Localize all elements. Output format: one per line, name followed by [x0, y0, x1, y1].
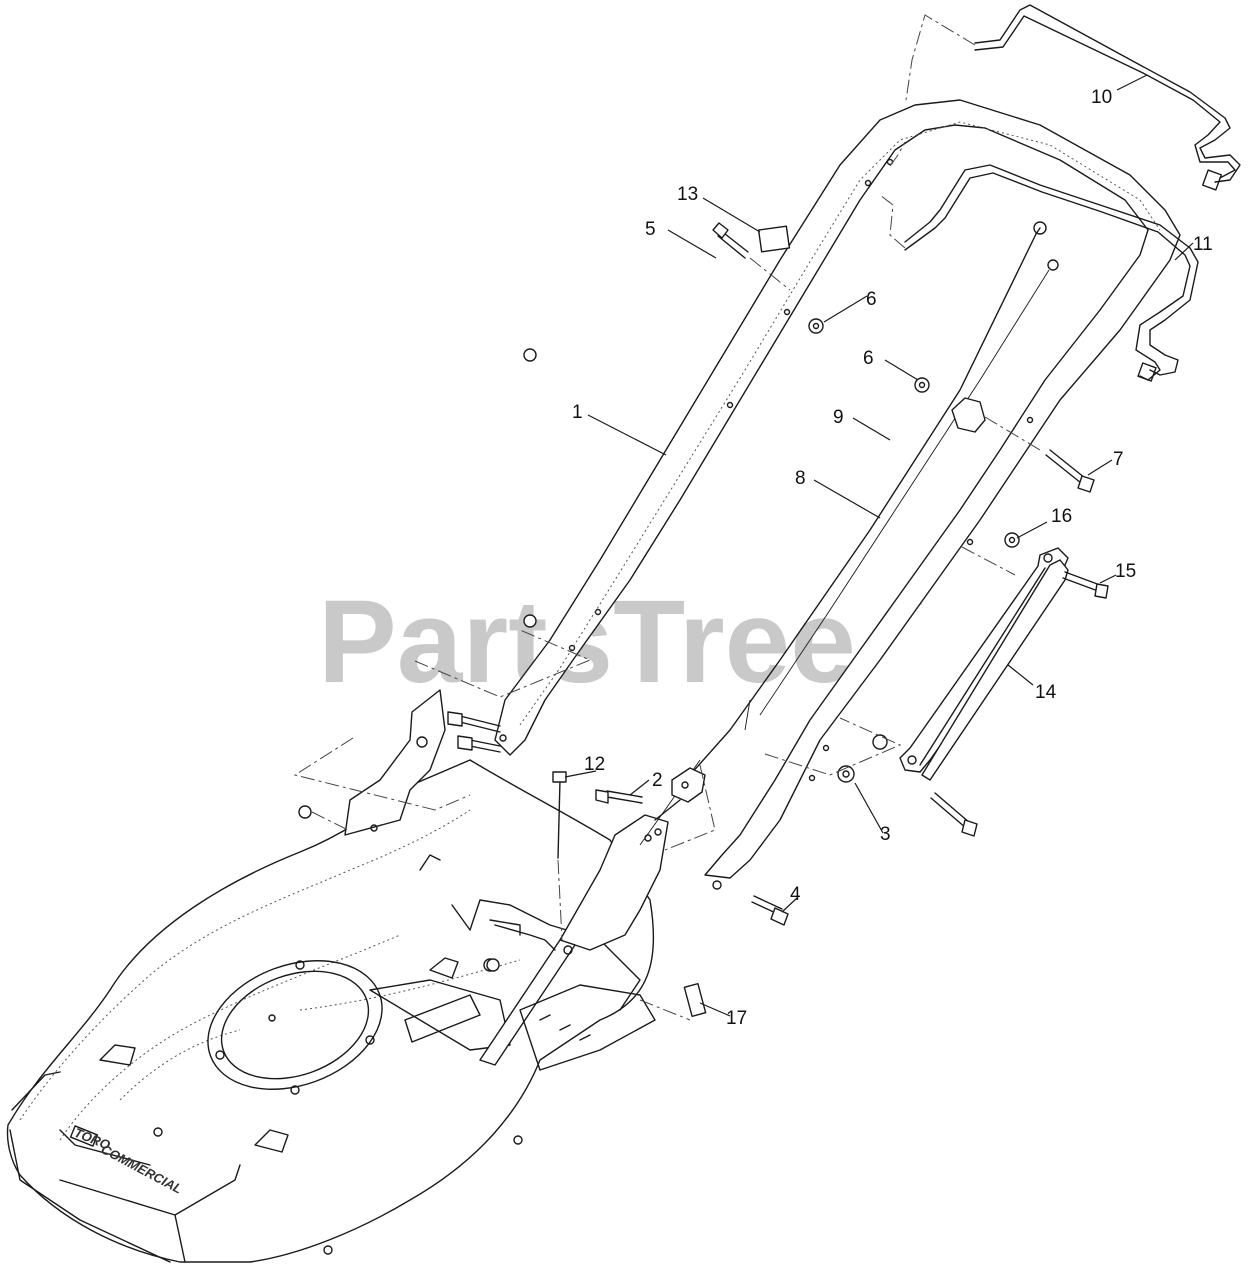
callout-17: 17: [726, 1008, 747, 1029]
callout-7: 7: [1113, 449, 1124, 470]
callout-4: 4: [790, 884, 801, 905]
callout-3: 3: [880, 824, 891, 845]
callout-labels: 1 2 3 4 5 6 6 7 8 9 10 11 12 13 14 15 16…: [572, 87, 1213, 1029]
reference-lines: [293, 257, 1041, 1021]
callout-1: 1: [572, 402, 583, 423]
callout-12: 12: [584, 754, 605, 775]
mower-deck: TORO COMMERCIAL: [6, 689, 669, 1263]
control-cables: [639, 221, 1059, 846]
fasteners: [447, 222, 1109, 1018]
callout-16: 16: [1051, 506, 1072, 527]
callout-6-upper: 6: [866, 289, 877, 310]
callout-leaders: [564, 74, 1194, 1017]
callout-10: 10: [1091, 87, 1112, 108]
link-rod: [899, 547, 1069, 781]
upper-handle: [494, 99, 1181, 890]
callout-8: 8: [795, 468, 806, 489]
callout-15: 15: [1115, 561, 1136, 582]
callout-6-lower: 6: [863, 348, 874, 369]
callout-14: 14: [1035, 682, 1057, 703]
callout-11: 11: [1193, 234, 1213, 255]
bail-rods: [879, 4, 1241, 382]
callout-5: 5: [645, 219, 656, 240]
callout-2: 2: [652, 770, 663, 791]
callout-13: 13: [677, 184, 698, 205]
callout-9: 9: [833, 407, 844, 428]
